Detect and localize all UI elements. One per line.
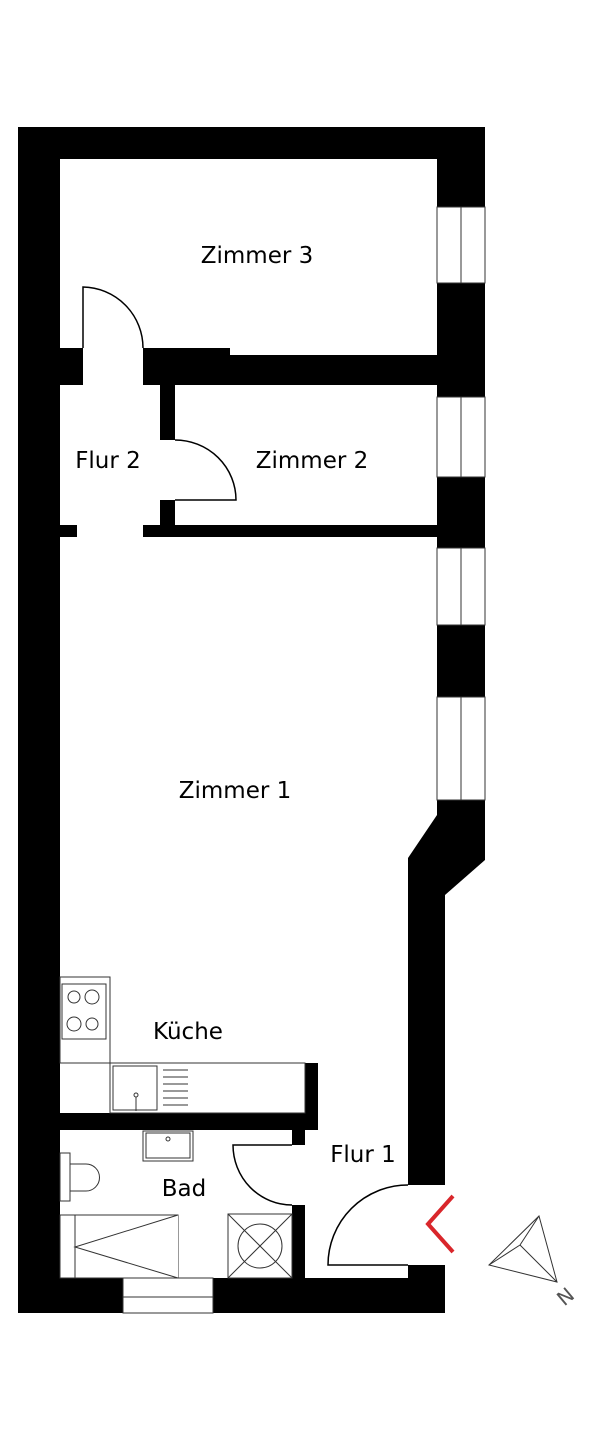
toilet-icon	[59, 1152, 100, 1202]
interior-walls	[60, 348, 437, 1278]
drainboard-icon	[163, 1069, 188, 1106]
washing-machine-icon	[227, 1213, 293, 1279]
entrance-arrow-icon	[425, 1194, 455, 1254]
room-label-kueche: Küche	[153, 1019, 223, 1045]
room-label-zimmer2: Zimmer 2	[256, 448, 369, 474]
window-zimmer3	[436, 206, 486, 284]
door-zimmer3	[82, 286, 144, 349]
door-entrance	[327, 1184, 409, 1266]
north-label: N	[552, 1283, 579, 1311]
washbasin-icon	[142, 1130, 194, 1162]
kitchen-sink-icon	[112, 1065, 158, 1111]
room-label-flur2: Flur 2	[75, 448, 141, 474]
room-label-zimmer1: Zimmer 1	[179, 778, 292, 804]
door-bad	[232, 1144, 293, 1206]
room-label-flur1: Flur 1	[330, 1142, 396, 1168]
stove-icon	[59, 976, 111, 1064]
outer-walls	[18, 127, 485, 1313]
window-zimmer1-b	[436, 696, 486, 801]
windows	[122, 206, 486, 1314]
window-zimmer1-a	[436, 547, 486, 626]
room-label-zimmer3: Zimmer 3	[201, 243, 314, 269]
kitchen-counter	[109, 1062, 306, 1114]
window-zimmer2	[436, 396, 486, 478]
door-zimmer2	[174, 439, 237, 501]
bathtub-icon	[59, 1214, 179, 1279]
north-arrow-icon: N	[488, 1215, 579, 1311]
room-label-bad: Bad	[162, 1176, 206, 1202]
window-bad	[122, 1277, 214, 1314]
